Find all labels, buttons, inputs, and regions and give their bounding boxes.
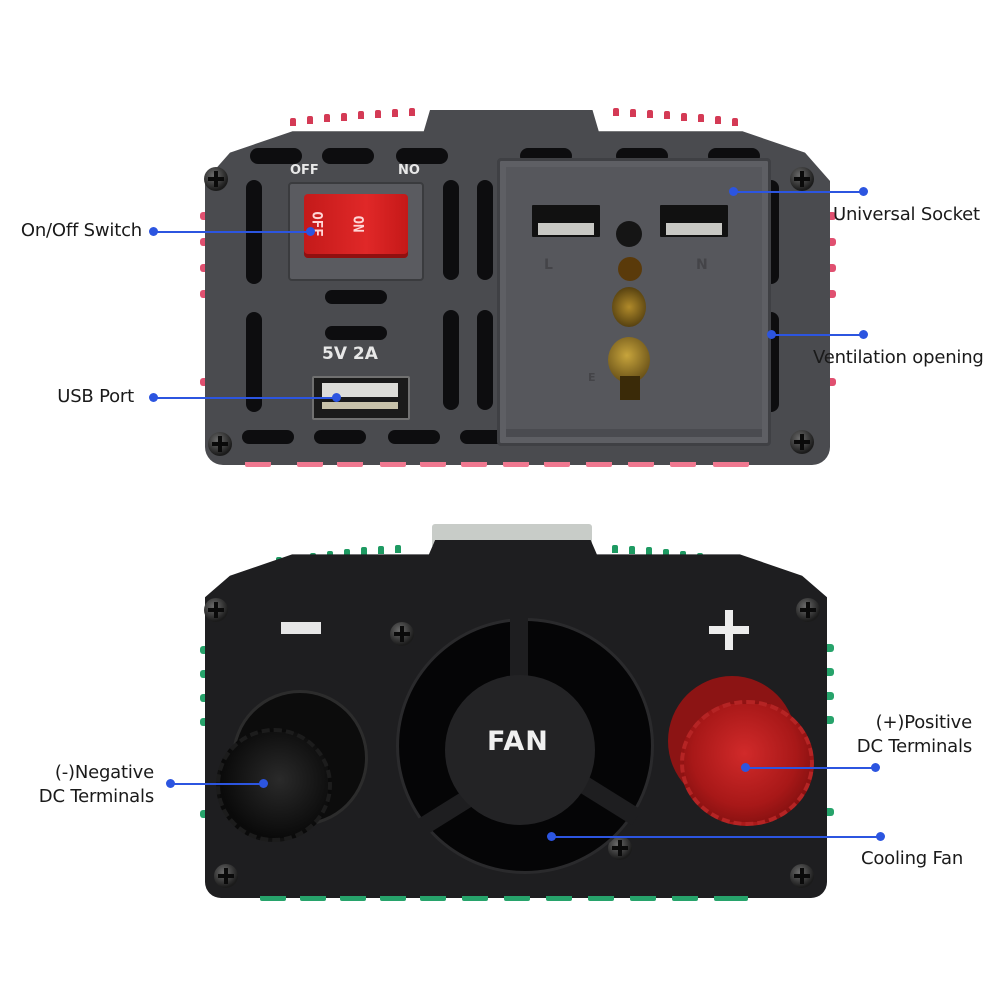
socket-pin-hole bbox=[616, 221, 642, 247]
callout-negative-line1: (-)Negative bbox=[54, 762, 154, 783]
screw-icon bbox=[790, 864, 814, 888]
callout-dot bbox=[859, 330, 868, 339]
callout-dot bbox=[332, 393, 341, 402]
screw-icon bbox=[790, 167, 814, 191]
screw-icon bbox=[208, 432, 232, 456]
universal-socket[interactable]: L N E bbox=[497, 158, 771, 446]
socket-letter-n: N bbox=[696, 257, 708, 273]
negative-dc-terminal[interactable] bbox=[216, 728, 332, 842]
callout-ventilation-opening: Ventilation opening bbox=[813, 347, 984, 368]
callout-dot bbox=[259, 779, 268, 788]
fan-label: FAN bbox=[487, 726, 549, 757]
screw-icon bbox=[214, 864, 238, 888]
socket-earth-hole bbox=[612, 287, 646, 327]
socket-letter-e: E bbox=[588, 371, 596, 384]
callout-positive-line2: DC Terminals bbox=[856, 736, 972, 757]
switch-on-mark: NO bbox=[398, 163, 420, 178]
callout-universal-socket: Universal Socket bbox=[833, 204, 980, 225]
callout-leader-line bbox=[733, 191, 863, 193]
socket-earth-hole bbox=[608, 337, 650, 383]
callout-positive-line1: (+)Positive bbox=[875, 712, 973, 733]
rocker-on-text: ON bbox=[349, 215, 366, 233]
callout-leader-line bbox=[170, 783, 264, 785]
fan-guard-strut bbox=[510, 618, 528, 680]
socket-pin-hole bbox=[618, 257, 642, 281]
screw-icon bbox=[796, 598, 820, 622]
callout-dot bbox=[859, 187, 868, 196]
callout-cooling-fan: Cooling Fan bbox=[861, 848, 964, 869]
callout-leader-line bbox=[771, 334, 863, 336]
callout-on-off-switch: On/Off Switch bbox=[20, 220, 142, 241]
callout-leader-line bbox=[551, 836, 881, 838]
power-rocker-switch[interactable]: OFF ON bbox=[304, 194, 408, 258]
positive-dc-terminal[interactable] bbox=[680, 700, 814, 826]
callout-negative-line2: DC Terminals bbox=[38, 786, 154, 807]
callout-dot bbox=[876, 832, 885, 841]
callout-leader-line bbox=[153, 231, 310, 233]
screw-icon bbox=[790, 430, 814, 454]
screw-icon bbox=[204, 598, 228, 622]
callout-dot bbox=[871, 763, 880, 772]
socket-letter-l: L bbox=[544, 257, 553, 273]
socket-slot-right bbox=[660, 205, 728, 237]
callout-dot bbox=[306, 227, 315, 236]
callout-leader-line bbox=[153, 397, 337, 399]
usb-port[interactable] bbox=[312, 376, 410, 420]
socket-slot-left bbox=[532, 205, 600, 237]
minus-icon bbox=[281, 622, 321, 634]
usb-rating-label: 5V 2A bbox=[322, 344, 378, 364]
callout-leader-line bbox=[745, 767, 875, 769]
fan-hub bbox=[445, 675, 595, 825]
screw-icon bbox=[390, 622, 414, 646]
callout-usb-port: USB Port bbox=[57, 386, 134, 407]
switch-off-mark: OFF bbox=[290, 163, 319, 178]
screw-icon bbox=[204, 167, 228, 191]
